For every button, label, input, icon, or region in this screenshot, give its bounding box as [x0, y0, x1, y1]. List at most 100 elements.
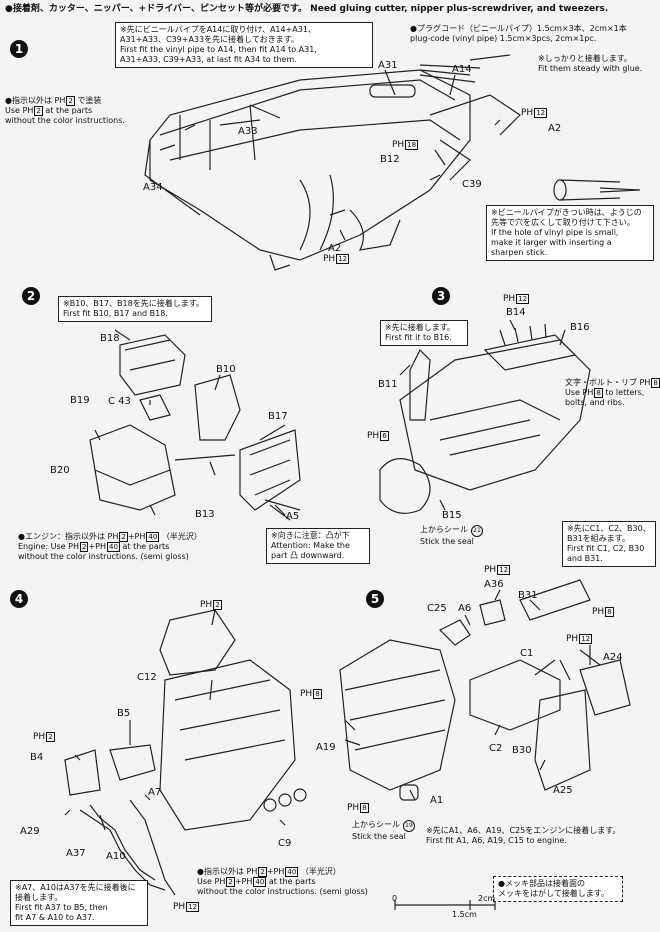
step4-drawing	[64, 609, 307, 896]
ph-label: PH	[521, 108, 534, 118]
note-line: Use	[197, 877, 212, 886]
note-line: make it larger with inserting a	[491, 238, 612, 247]
part-label-c43: C 43	[108, 396, 131, 407]
part-label-b17: B17	[268, 411, 288, 422]
note-line: A31+A33、C39+A33を先に接着しておきます。	[120, 35, 299, 44]
part-label-b16: B16	[570, 322, 590, 333]
paint-number: 2	[119, 532, 128, 542]
note-line: ※先にA1、A6、A19、C25をエンジンに接着します。	[426, 826, 621, 835]
vinyl-hole-note: ※ビニールパイプがきつい時は、ようじの 先等で穴を広くして取り付けて下さい。 I…	[486, 205, 654, 261]
paint-number: 18	[405, 140, 419, 150]
note-line: bolts, and ribs.	[565, 398, 625, 407]
part-label-a29: A29	[20, 826, 40, 837]
part-label-a6: A6	[458, 603, 472, 614]
paint-number: 12	[497, 565, 511, 575]
note-line: at the parts	[268, 877, 316, 886]
paint-number: 8	[605, 607, 614, 617]
note-line: to letters,	[605, 388, 645, 397]
paint-number: 6	[380, 431, 389, 441]
note-line: plug-code (vinyl pipe) 1.5cm×3pcs, 2cm×1…	[410, 34, 597, 43]
note-line: ※先にビニールパイプをA14に取り付け、A14+A31、	[120, 25, 316, 34]
ph-label: PH	[241, 877, 253, 886]
ph-label: PH	[592, 607, 605, 617]
ph-label: PH	[68, 542, 79, 551]
scale-mid: 1.5cm	[452, 910, 477, 919]
part-label-a10: A10	[106, 851, 126, 862]
note-line: without the color instructions. (semi gl…	[197, 887, 368, 896]
frame-drawing	[144, 69, 521, 271]
note-line: 上からシール	[420, 525, 468, 534]
part-label-a1: A1	[430, 795, 444, 806]
note-line: ※B10、B17、B18を先に接着します。	[63, 299, 204, 308]
glue-note: ※しっかりと接着します。 Fit them steady with glue.	[538, 54, 642, 74]
part-label-a25: A25	[553, 785, 573, 796]
part-label-b13: B13	[195, 509, 215, 520]
part-label-b19: B19	[70, 395, 90, 406]
part-label-c9: C9	[278, 838, 292, 849]
paint-number: 2	[258, 867, 267, 877]
note-line: ※A7、A10はA37を先に接着後に	[15, 883, 136, 892]
note-line: A31+A33, C39+A33, at last fit A34 to the…	[120, 55, 297, 64]
seal-number: 21	[471, 525, 483, 537]
ph-label: PH	[484, 565, 497, 575]
part-label-c25: C25	[427, 603, 447, 614]
ph-label: PH	[566, 634, 579, 644]
note-line: without the color instructions. (semi gl…	[18, 552, 189, 561]
ph-label: PH	[54, 96, 66, 105]
paint-number: 40	[107, 542, 120, 552]
part-label-b20: B20	[50, 465, 70, 476]
ph-label: PH	[134, 532, 146, 541]
note-line: 文字・ボルト・リブ	[565, 378, 637, 387]
part-label-a34: A34	[143, 182, 163, 193]
step3-drawing	[379, 323, 591, 514]
step-number-3: 3	[432, 287, 450, 305]
note-line: 先等で穴を広くして取り付けて下さい。	[491, 218, 635, 227]
part-label-b31: B31	[518, 590, 538, 601]
part-label-a36: A36	[484, 579, 504, 590]
note-line: Attention: Make the	[271, 541, 350, 550]
paint-number: 12	[516, 294, 530, 304]
ph-label: PH	[173, 902, 186, 912]
note-line: ●プラグコード（ビニールパイプ）1.5cm×3本、2cm×1本	[410, 24, 627, 33]
part-label-b30: B30	[512, 745, 532, 756]
note-line: First fit the vinyl pipe to A14, then fi…	[120, 45, 317, 54]
paint-number: 2	[80, 542, 89, 552]
paint-number: 12	[186, 902, 200, 912]
part-label-b5: B5	[117, 708, 131, 719]
note-line: ※向きに注意：凸が下	[271, 531, 350, 540]
paint-number: 2	[34, 106, 43, 116]
part-label-c2: C2	[489, 743, 503, 754]
paint-number: 2	[46, 732, 55, 742]
part-label-b14: B14	[506, 307, 526, 318]
note-line: 上からシール	[352, 820, 400, 829]
paint-number: 12	[534, 108, 548, 118]
step-number-4: 4	[10, 590, 28, 608]
ph-label: PH	[200, 600, 213, 610]
paint-number: 40	[253, 877, 267, 887]
note-line: メッキをはがして接着します。	[498, 889, 609, 898]
paint-number: 12	[336, 254, 350, 264]
note-line: Stick the seal	[352, 832, 406, 841]
part-label-a37: A37	[66, 848, 86, 859]
note-line: First fit it to B16.	[385, 333, 452, 342]
note-line: Engine: Use	[18, 542, 66, 551]
step5-note: ※先にC1、C2、B30、 B31を組みます。 First fit C1, C2…	[562, 521, 656, 567]
